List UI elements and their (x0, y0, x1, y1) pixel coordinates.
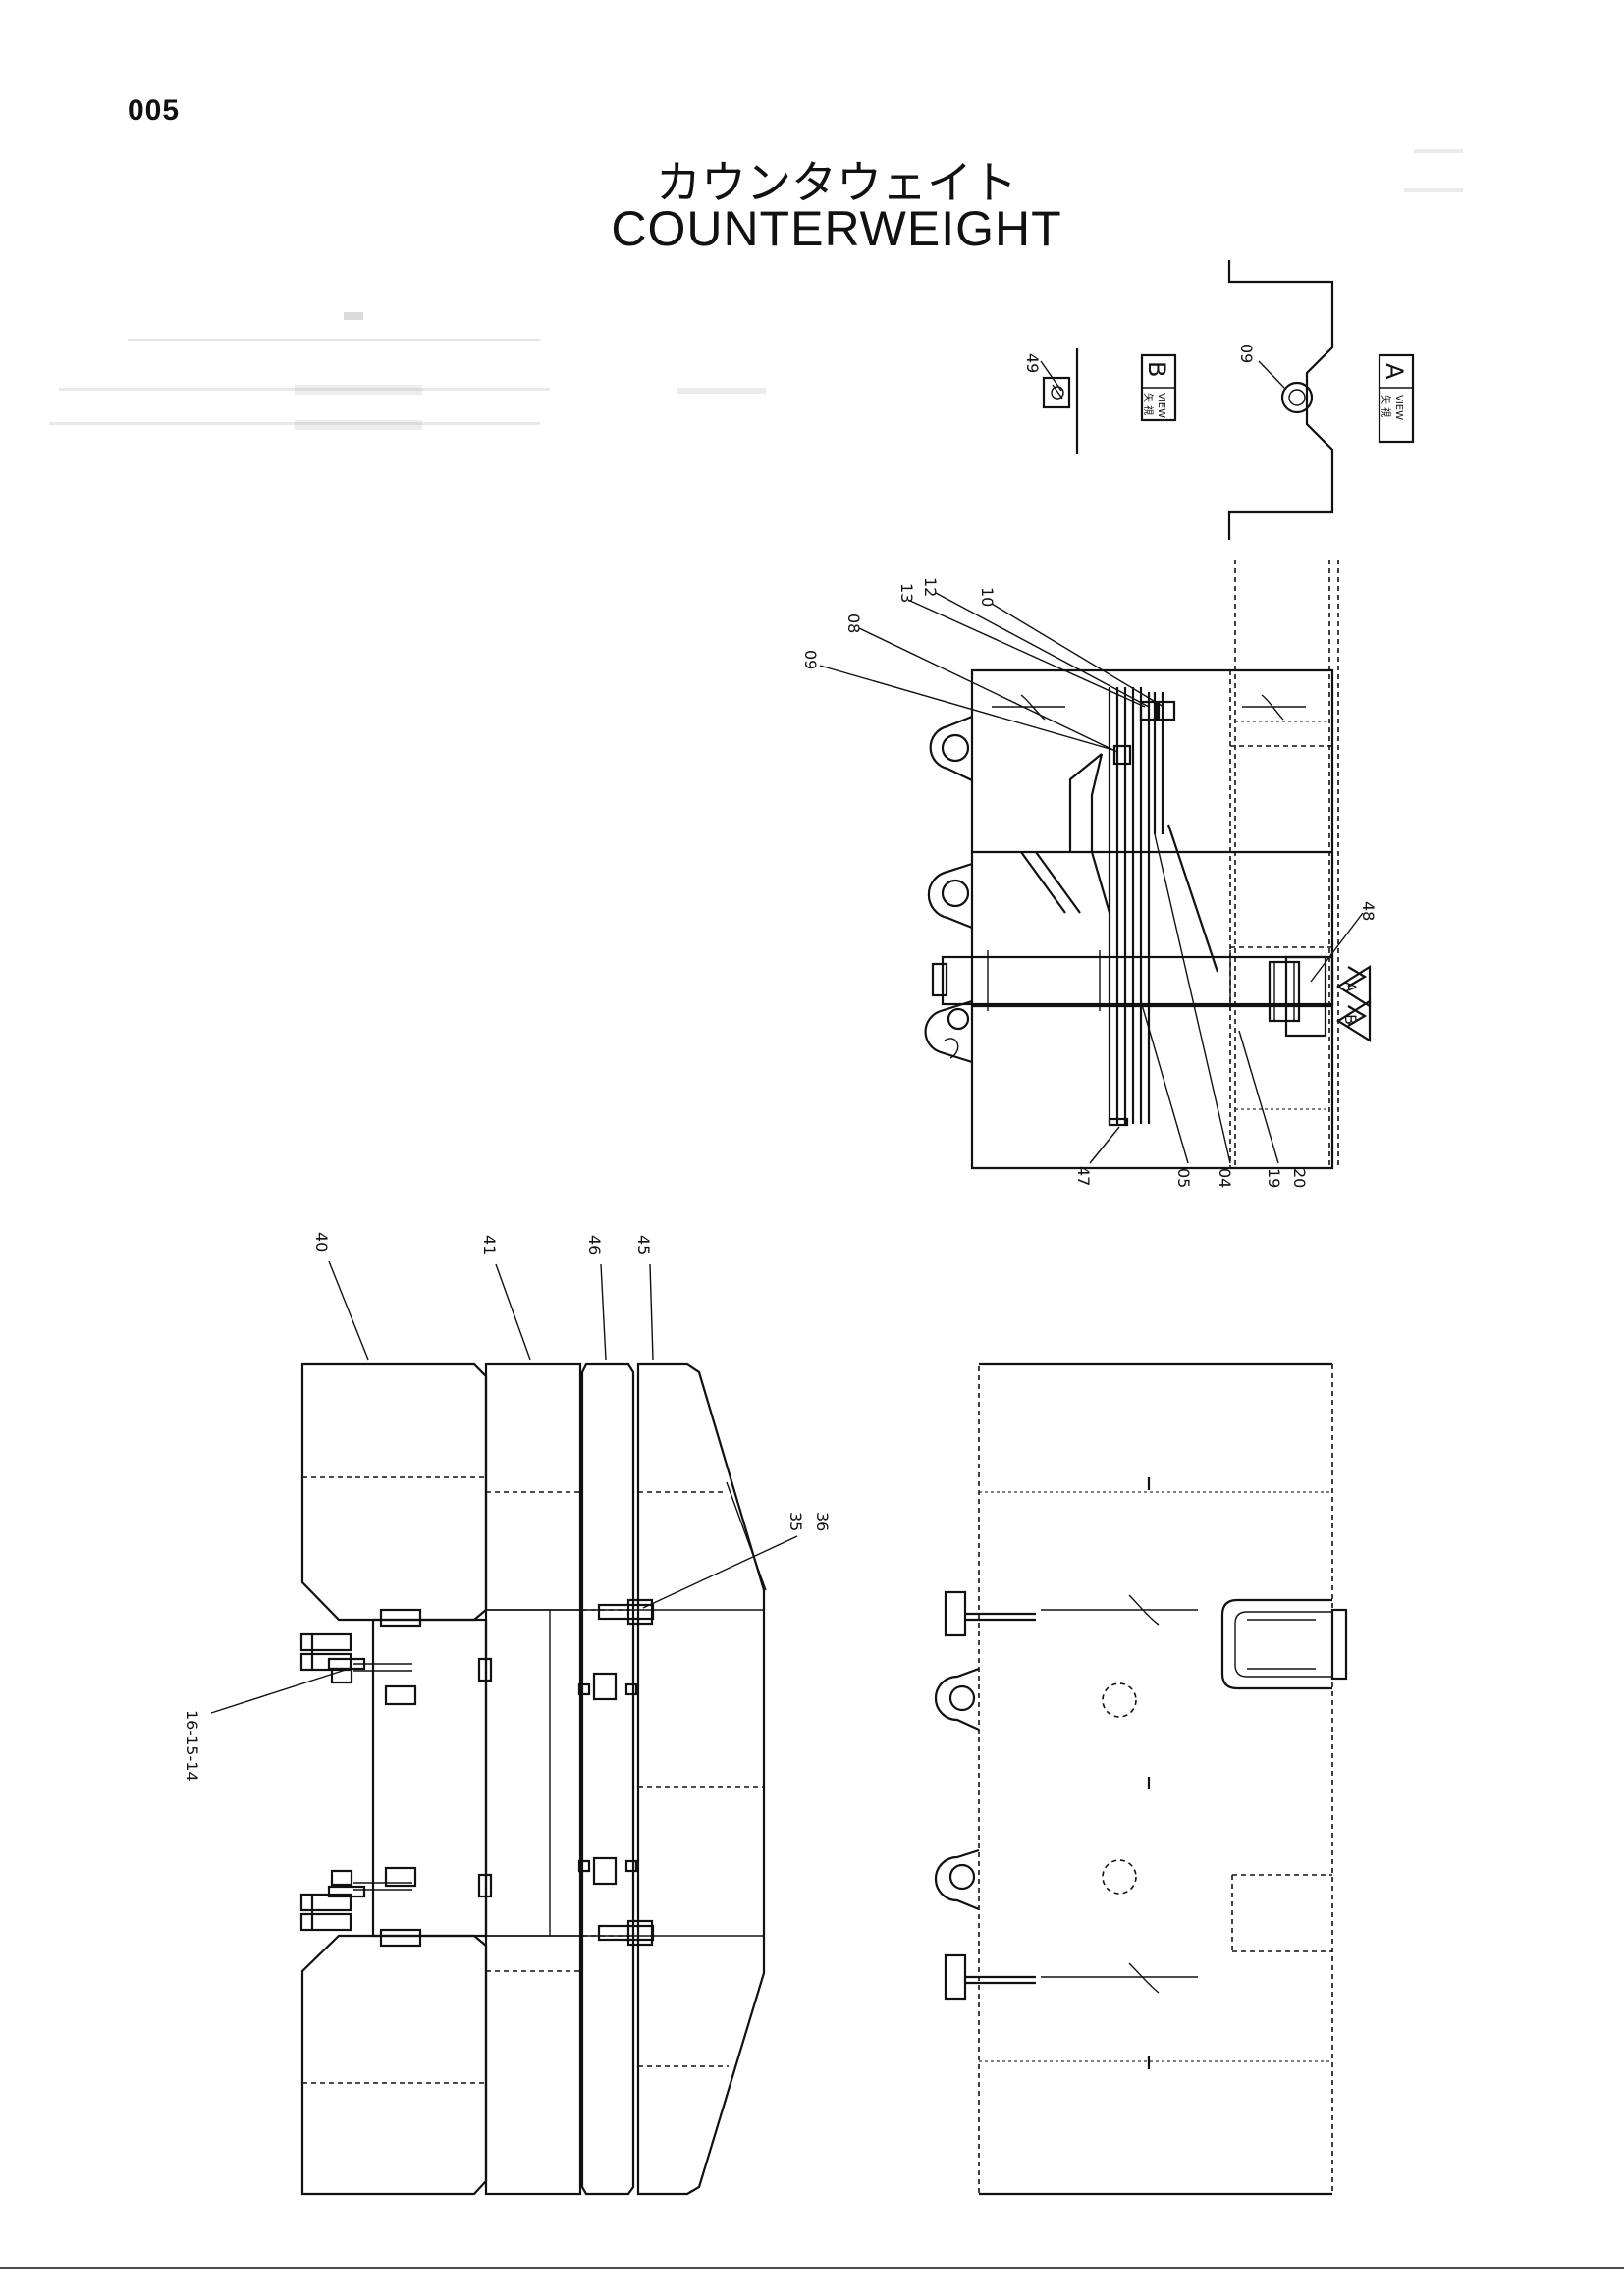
callout-35: 35 (786, 1512, 805, 1531)
callout-36: 36 (813, 1512, 832, 1531)
view-a-tag-top: 矢 視 (1380, 395, 1392, 417)
callout-05: 05 (1174, 1168, 1193, 1188)
stacked-weight-view (299, 1362, 767, 2196)
view-b-detail: 49 矢 視 VIEW B (1023, 348, 1177, 454)
view-b-letter: B (1143, 361, 1170, 377)
callout-48: 48 (1359, 901, 1378, 921)
arrow-b-label: B (1341, 1014, 1360, 1025)
callout-04: 04 (1216, 1168, 1234, 1188)
top-view-plate (934, 1362, 1348, 2196)
section-view: A B (924, 560, 1372, 1170)
callout-49: 49 (1023, 353, 1042, 373)
callout-47: 47 (1074, 1166, 1093, 1186)
view-a-tag-bottom: VIEW (1393, 395, 1404, 420)
callout-20: 20 (1290, 1168, 1309, 1188)
callout-45: 45 (634, 1235, 653, 1255)
callout-41: 41 (480, 1235, 499, 1255)
callout-16-15-14: 16-15-14 (183, 1710, 201, 1782)
view-a-letter: A (1380, 363, 1408, 380)
callout-46: 46 (585, 1235, 604, 1255)
page-number: 005 (128, 94, 181, 127)
callout-19: 19 (1265, 1168, 1283, 1188)
callout-10: 10 (978, 587, 997, 607)
callout-40: 40 (312, 1232, 331, 1252)
callout-08: 08 (844, 614, 863, 633)
callout-13: 13 (897, 583, 916, 603)
stacked-callouts: 40 41 46 45 35 36 16-15-14 (183, 1232, 832, 1782)
callout-09: 09 (801, 650, 820, 669)
view-b-tag-bottom: VIEW (1156, 393, 1166, 418)
arrow-a-label: A (1341, 982, 1360, 992)
view-a-detail: 09 矢 視 VIEW A (1227, 260, 1415, 540)
view-b-tag-top: 矢 視 (1142, 393, 1155, 415)
scan-noise (49, 149, 1463, 430)
callout-09-view-a: 09 (1237, 344, 1256, 363)
callout-12: 12 (921, 577, 940, 597)
title-japanese: カウンタウェイト (656, 156, 1017, 209)
title-english: COUNTERWEIGHT (611, 201, 1062, 256)
section-callouts: 09 08 13 12 10 48 47 05 04 19 20 (801, 577, 1378, 1188)
